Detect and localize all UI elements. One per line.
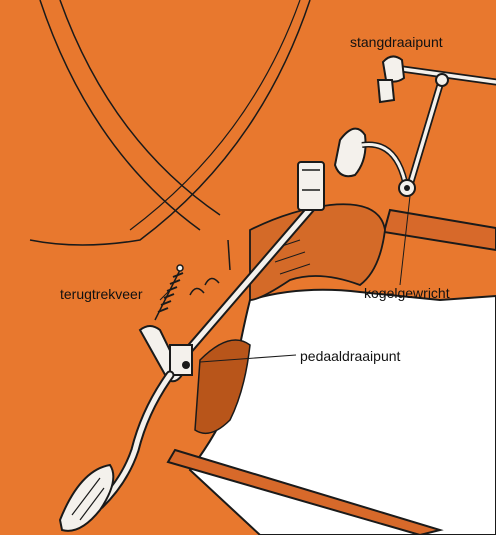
- rod-pivot-mount: [378, 80, 394, 102]
- label-pedal-pivot: pedaaldraaipunt: [300, 348, 400, 364]
- top-joint: [436, 74, 448, 86]
- pedal-pivot-bracket: [170, 345, 192, 375]
- upper-bracket: [298, 162, 324, 210]
- label-return-spring: terugtrekveer: [60, 286, 142, 302]
- label-ball-joint: kogelgewricht: [364, 285, 450, 301]
- ball-joint-center: [404, 185, 410, 191]
- rod-pivot-icon: [383, 56, 404, 81]
- pedal-pivot-pin: [182, 361, 190, 369]
- label-rod-pivot: stangdraaipunt: [350, 34, 443, 50]
